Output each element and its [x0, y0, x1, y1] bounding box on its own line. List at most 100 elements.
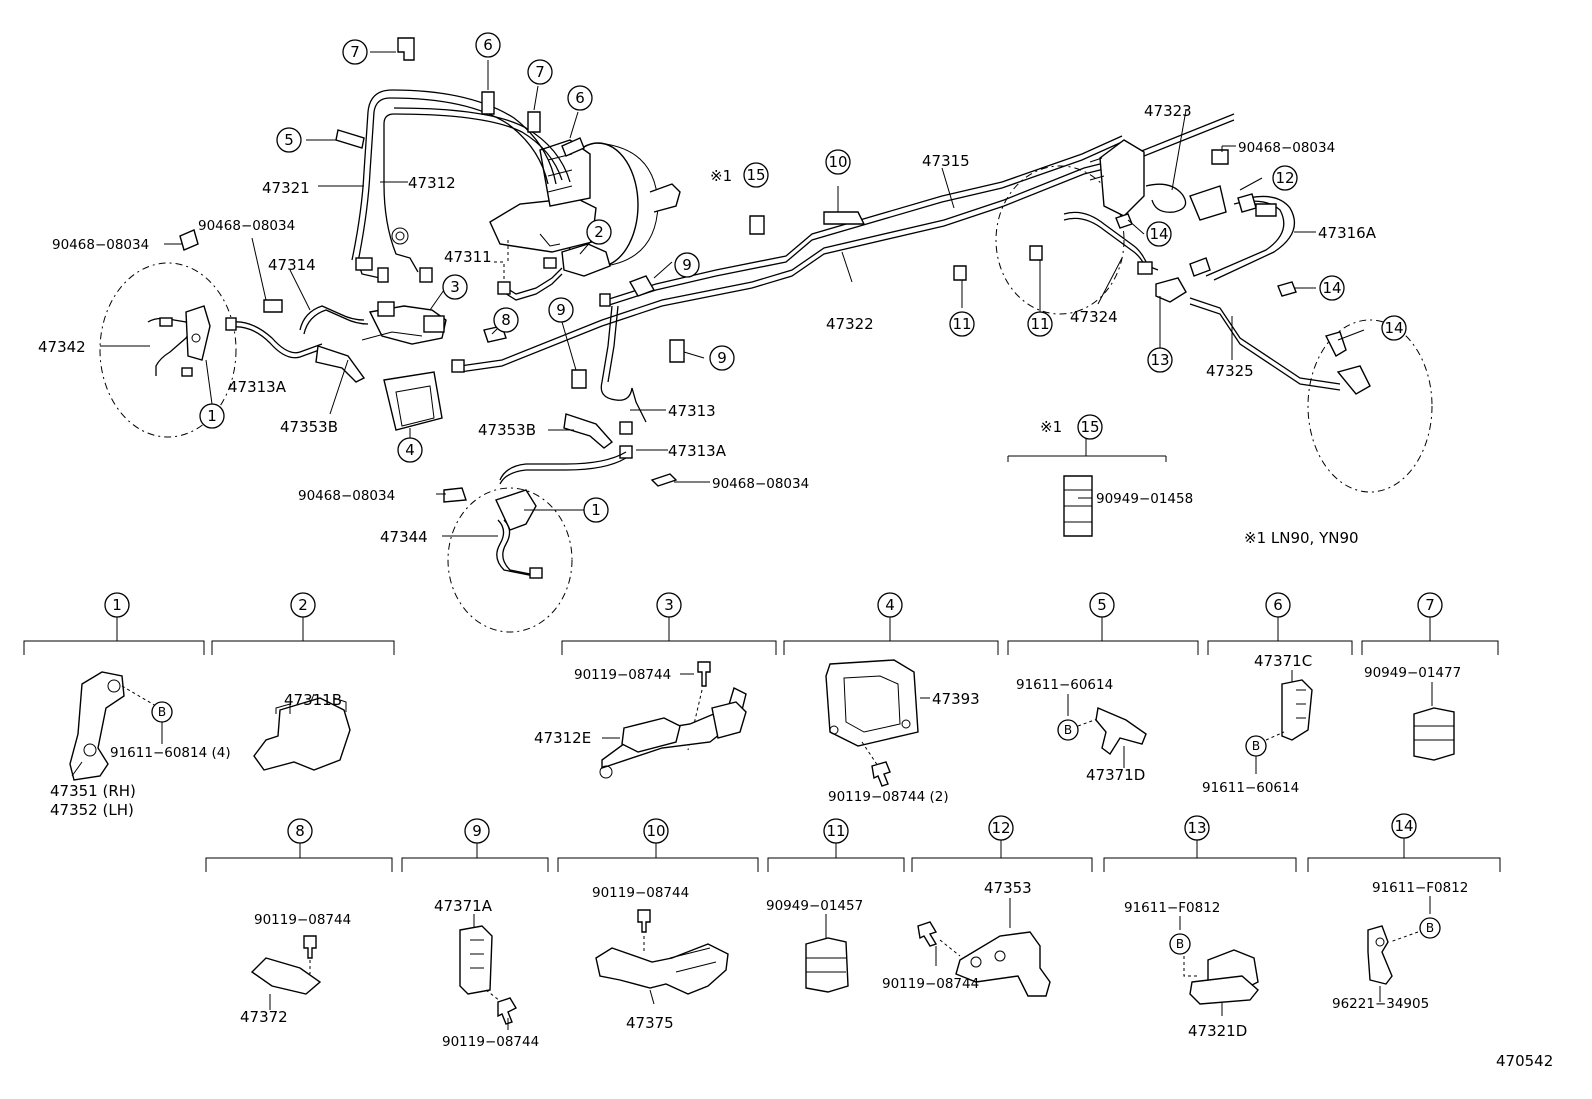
- callout-10-main: 10: [825, 149, 851, 175]
- note-star-main: ※1: [710, 167, 732, 185]
- leader-dotted: [1389, 931, 1419, 943]
- hole: [1375, 937, 1385, 947]
- flex-hose-47313A: [231, 321, 323, 354]
- detail-11-number: 11: [826, 822, 845, 840]
- joint-ports: [275, 697, 347, 714]
- label-47353B-left: 47353B: [280, 418, 338, 436]
- leader-dotted: [861, 741, 879, 767]
- label-47372: 47372: [240, 1008, 288, 1026]
- clip-9-c: [571, 369, 587, 389]
- wheel-cylinder-fitting: [1336, 365, 1371, 395]
- clip-7-b: [527, 111, 541, 133]
- fitting: [619, 421, 633, 435]
- figure-code: 470542: [1496, 1052, 1553, 1070]
- svg-text:14: 14: [1149, 225, 1168, 243]
- detail-11-clip: [805, 937, 849, 993]
- clip-11-a: [953, 265, 967, 281]
- svg-text:11: 11: [1030, 315, 1049, 333]
- detail-3: 3 90119−08744 47312E: [534, 592, 777, 779]
- detail-row-2: 8 90119−08744 47372 9 47371A 90119−08744: [205, 813, 1501, 1050]
- leader: [841, 251, 853, 283]
- pipe-coil-inner: [395, 231, 405, 241]
- label-47371A: 47371A: [434, 897, 493, 915]
- label-90949-01457: 90949−01457: [766, 898, 863, 914]
- rear-junction-block: [1099, 139, 1145, 217]
- label-47342: 47342: [38, 338, 86, 356]
- svg-text:9: 9: [556, 301, 566, 319]
- detail-2-bracket: [211, 617, 395, 655]
- callout-6-mid: 6: [567, 85, 593, 111]
- svg-text:7: 7: [535, 63, 545, 81]
- fitting: [159, 317, 173, 327]
- callout-9-main-b: 9: [548, 297, 574, 323]
- fitting: [543, 257, 557, 269]
- hose-47316A-outline: [1213, 195, 1295, 281]
- detail-1: 1 B 91611−60814 (4) 47351 (RH) 47352 (LH…: [23, 592, 231, 819]
- callout-9-main-c: 9: [709, 345, 735, 371]
- svg-text:3: 3: [450, 278, 460, 296]
- detail-8-bracket: [205, 843, 393, 872]
- clip-10: [823, 211, 866, 225]
- svg-text:4: 4: [405, 441, 415, 459]
- label-47351-rh: 47351 (RH): [50, 782, 136, 800]
- callout-6-top: 6: [475, 32, 501, 58]
- note-star-detail: ※1: [1040, 418, 1062, 436]
- label-47321D: 47321D: [1188, 1022, 1247, 1040]
- pipe-47325: [1189, 297, 1341, 385]
- detail-4: 4 47393 90119−08744 (2): [783, 592, 999, 805]
- callout-8-main: 8: [493, 307, 519, 333]
- bolt-marker-text: B: [1064, 723, 1072, 737]
- front-left-bracket: [185, 305, 211, 361]
- detail-13: 13 91611−F0812 B 47321D: [1103, 815, 1297, 1040]
- label-47353B-mid: 47353B: [478, 421, 536, 439]
- clip-90468-b: [263, 299, 283, 313]
- clip-15: [749, 215, 765, 235]
- clip-5: [335, 129, 365, 149]
- detail-7-bracket: [1361, 617, 1499, 655]
- pipe-47314-outline: [303, 309, 369, 335]
- clip-ribs: [1064, 489, 1092, 523]
- detail-9-bracket: [401, 843, 549, 872]
- hole: [83, 743, 97, 757]
- detail-6-bracket: [1207, 617, 1353, 655]
- label-91611-60614-d5: 91611−60614: [1016, 677, 1113, 693]
- union-fitting: [1255, 203, 1277, 217]
- detail-8-bolt: [303, 935, 317, 959]
- detail-14: 14 91611−F0812 B 96221−34905: [1307, 813, 1501, 1012]
- leader: [683, 351, 705, 359]
- detail-6: 6 47371C B 91611−60614: [1202, 592, 1353, 796]
- callout-14-main-c: 14: [1381, 315, 1407, 341]
- clip-ribs: [1296, 689, 1306, 719]
- hole: [994, 950, 1006, 962]
- detail-3-bracket: [561, 617, 777, 655]
- hole: [599, 765, 613, 779]
- label-90119-08744-d4: 90119−08744 (2): [828, 789, 949, 805]
- flex-hose-47313A-right: [499, 451, 627, 481]
- leader: [569, 111, 579, 139]
- label-47393: 47393: [932, 690, 980, 708]
- label-90949-01477: 90949−01477: [1364, 665, 1461, 681]
- callout-7-mid: 7: [527, 59, 553, 85]
- label-47312E: 47312E: [534, 729, 591, 747]
- detail-14-number: 14: [1394, 817, 1413, 835]
- bracket-47353B-left: [315, 345, 366, 383]
- label-47313A-left: 47313A: [228, 378, 287, 396]
- label-47344: 47344: [380, 528, 428, 546]
- fitting: [529, 567, 543, 579]
- fitting: [377, 267, 389, 283]
- fitting: [225, 317, 237, 331]
- callout-7-top: 7: [342, 39, 368, 65]
- hose-fitting: [1189, 257, 1211, 277]
- valve-mount: [361, 331, 423, 341]
- detail-3-valve-port: [711, 701, 747, 739]
- clip-7-a: [397, 37, 415, 61]
- joint-pipe: [539, 233, 561, 247]
- bracket-line-15-ticks: [1007, 438, 1167, 462]
- leader: [1171, 109, 1187, 191]
- hole: [829, 725, 839, 735]
- leader: [205, 359, 213, 405]
- label-47316A: 47316A: [1318, 224, 1377, 242]
- bracket-47353B-mid: [563, 413, 614, 449]
- leader: [561, 321, 577, 371]
